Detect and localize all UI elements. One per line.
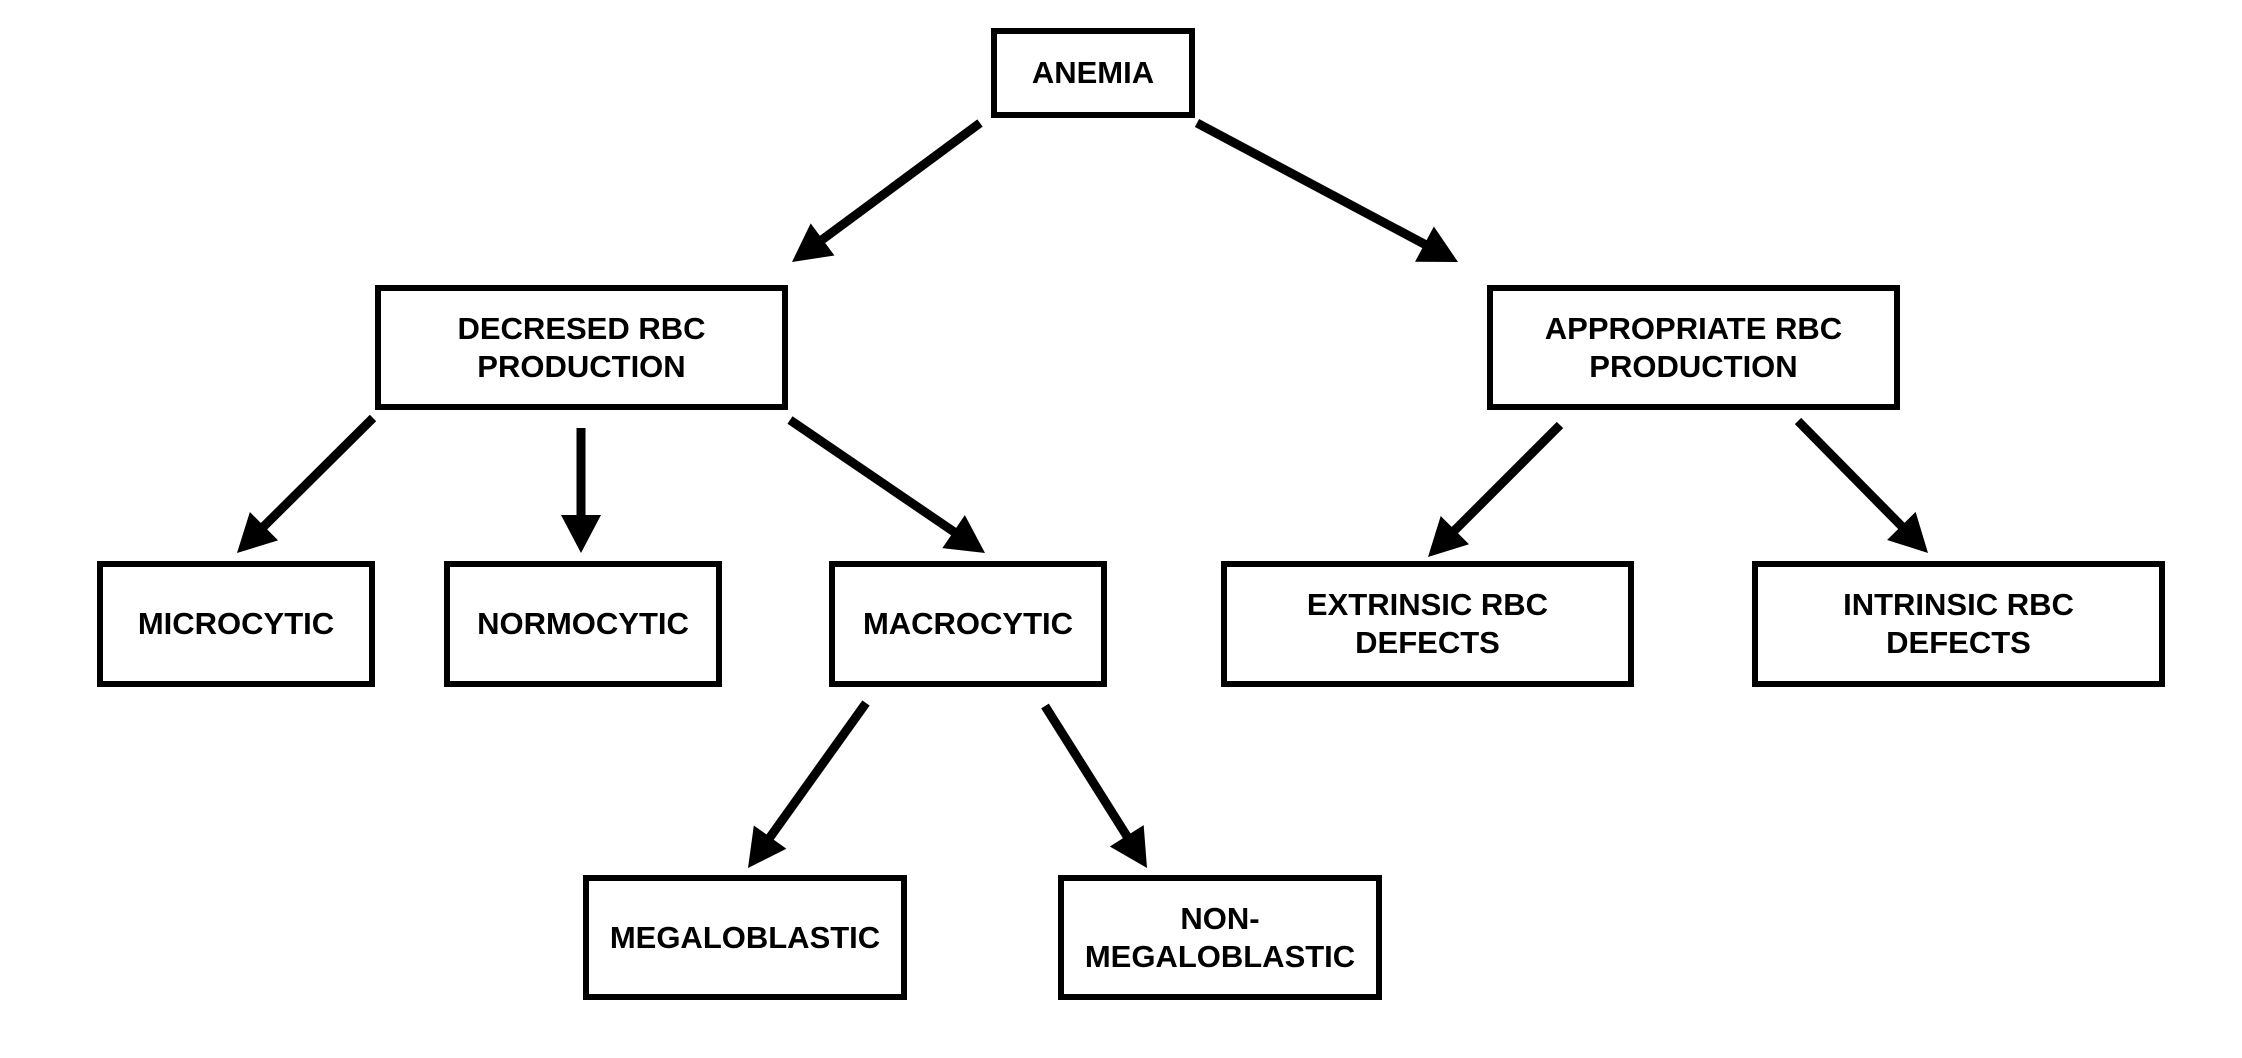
- arrow-decreased-to-microcytic: [237, 414, 377, 553]
- arrowhead: [1428, 515, 1470, 557]
- arrow-appropriate-to-extrinsic: [1428, 421, 1564, 557]
- arrowhead: [792, 223, 835, 262]
- node-extrinsic-label-line2: DEFECTS: [1355, 625, 1500, 660]
- node-macrocytic: MACROCYTIC: [829, 561, 1107, 687]
- node-appropriate-label-line1: APPROPRIATE RBC: [1544, 310, 1843, 346]
- arrow-decreased-to-normocytic: [561, 428, 601, 553]
- node-intrinsic-label-line1: INTRINSIC RBC: [1843, 587, 2074, 622]
- arrow-shaft: [1448, 421, 1564, 537]
- node-microcytic: MICROCYTIC: [97, 561, 375, 687]
- node-intrinsic-rbc-defects: INTRINSIC RBC DEFECTS: [1752, 561, 2165, 687]
- node-megaloblastic: MEGALOBLASTIC: [583, 875, 907, 1000]
- node-decreased-label-line2: PRODUCTION: [477, 348, 686, 384]
- arrowhead: [748, 825, 787, 868]
- arrow-macrocytic-to-megaloblastic: [748, 700, 870, 868]
- node-intrinsic-label-line2: DEFECTS: [1886, 625, 2031, 660]
- node-extrinsic-rbc-defects: EXTRINSIC RBC DEFECTS: [1221, 561, 1634, 687]
- arrowhead: [942, 515, 985, 553]
- node-normocytic-label: NORMOCYTIC: [477, 606, 689, 641]
- node-decreased-label-line1: DECRESED RBC: [457, 310, 706, 346]
- arrowhead: [561, 515, 601, 553]
- node-microcytic-label: MICROCYTIC: [137, 606, 335, 641]
- node-anemia: ANEMIA: [991, 28, 1195, 118]
- arrow-shaft: [1194, 119, 1431, 250]
- arrow-macrocytic-to-non-megaloblastic: [1041, 703, 1147, 868]
- arrow-shaft: [764, 700, 870, 843]
- arrow-anemia-to-decreased: [792, 119, 983, 262]
- arrowhead: [1887, 511, 1928, 553]
- arrow-decreased-to-macrocytic: [787, 416, 985, 553]
- node-appropriate-rbc-production: APPROPRIATE RBC PRODUCTION: [1487, 285, 1900, 410]
- arrow-appropriate-to-intrinsic: [1794, 417, 1928, 553]
- arrow-shaft: [787, 416, 960, 538]
- node-anemia-label: ANEMIA: [1031, 55, 1155, 90]
- node-extrinsic-label-line1: EXTRINSIC RBC: [1306, 587, 1549, 622]
- arrowhead: [1415, 226, 1458, 262]
- node-non-megaloblastic-label-line2: MEGALOBLASTIC: [1084, 938, 1356, 974]
- node-decreased-rbc-production: DECRESED RBC PRODUCTION: [375, 285, 788, 410]
- node-normocytic: NORMOCYTIC: [444, 561, 722, 687]
- node-non-megaloblastic: NON- MEGALOBLASTIC: [1058, 875, 1382, 1000]
- node-appropriate-label-line2: PRODUCTION: [1589, 348, 1798, 384]
- node-non-megaloblastic-label-line1: NON-: [1180, 900, 1260, 936]
- node-macrocytic-label: MACROCYTIC: [862, 606, 1074, 641]
- arrowhead: [1109, 825, 1147, 868]
- arrow-shaft: [1041, 703, 1133, 842]
- arrowhead: [237, 512, 279, 553]
- arrow-anemia-to-appropriate: [1194, 119, 1458, 262]
- node-megaloblastic-label: MEGALOBLASTIC: [609, 919, 881, 955]
- arrow-shaft: [816, 119, 983, 246]
- arrow-shaft: [257, 414, 377, 533]
- arrow-shaft: [1794, 417, 1908, 532]
